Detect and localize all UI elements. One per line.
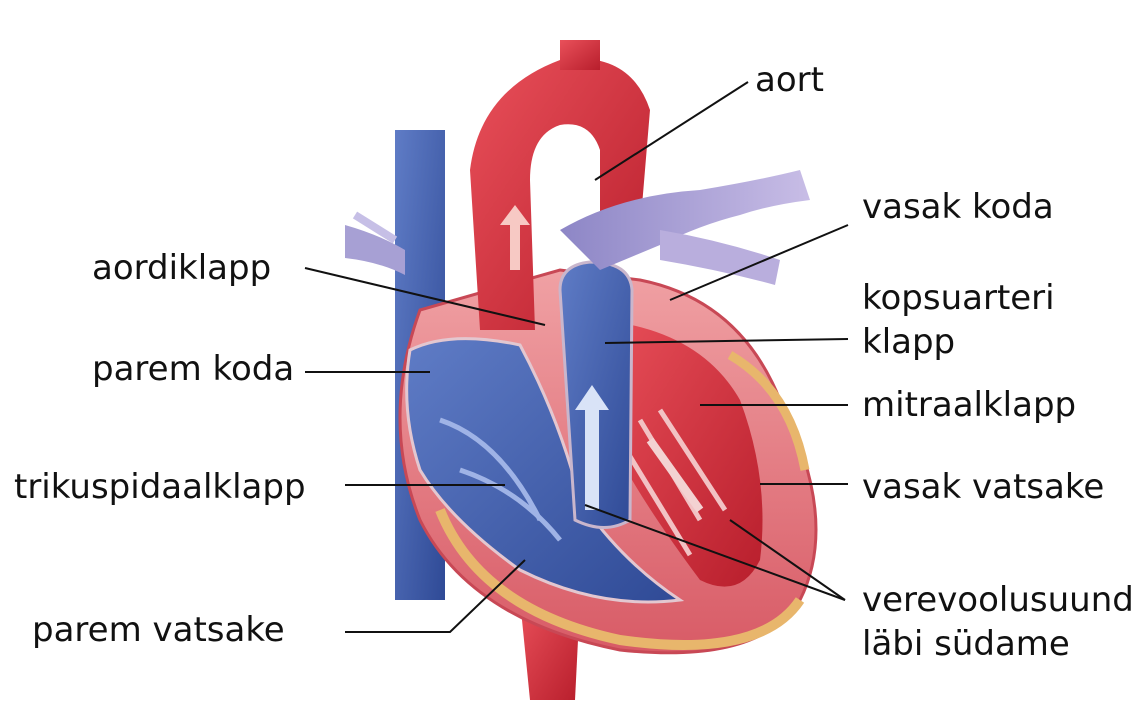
- label-parem-vatsake: parem vatsake: [32, 608, 285, 652]
- label-vasak-koda: vasak koda: [862, 185, 1054, 229]
- label-verevoolusuund-line2: läbi südame: [862, 622, 1070, 666]
- label-vasak-vatsake: vasak vatsake: [862, 465, 1104, 509]
- label-parem-koda: parem koda: [92, 347, 294, 391]
- label-kopsuarteri-line1: kopsuarteri: [862, 276, 1055, 320]
- label-aordiklapp: aordiklapp: [92, 246, 271, 290]
- label-verevoolusuund-line1: verevoolusuund: [862, 578, 1134, 622]
- label-kopsuarteri-line2: klapp: [862, 320, 955, 364]
- label-mitraalklapp: mitraalklapp: [862, 383, 1076, 427]
- label-trikuspidaalklapp: trikuspidaalklapp: [14, 465, 306, 509]
- label-aort: aort: [755, 58, 824, 102]
